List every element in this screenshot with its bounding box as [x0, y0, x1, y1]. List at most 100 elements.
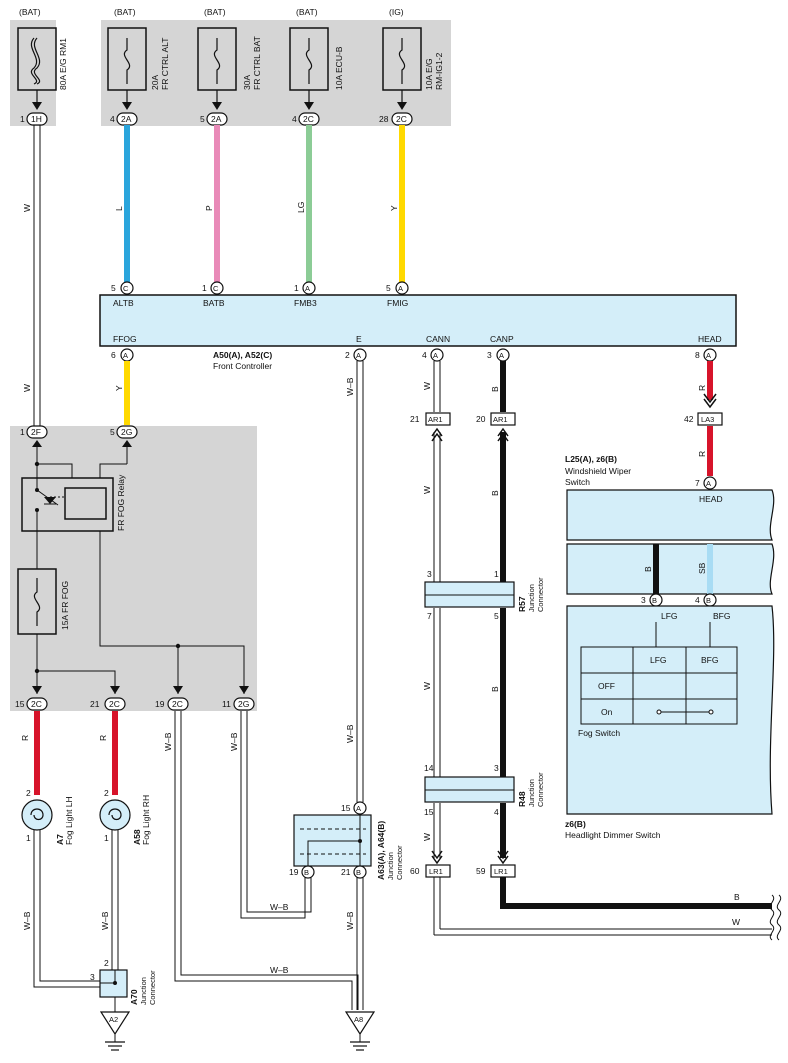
- wire-label-p: P: [204, 205, 214, 211]
- break-mark-2: [776, 894, 782, 941]
- wire-b-canp: [500, 361, 772, 909]
- fc-top-terminals: [120, 281, 409, 295]
- fc-bot-5-pin: 8: [695, 350, 700, 360]
- fc-title: A50(A), A52(C): [213, 350, 272, 360]
- a70-connector: [99, 969, 128, 1012]
- wire-label-w-mid: W: [22, 384, 32, 392]
- fc-bottom-terminals: [120, 348, 717, 362]
- out1-pin: 15: [15, 699, 25, 709]
- r48-pin-d: 4: [494, 807, 499, 817]
- fuse-supply-5: (IG): [389, 7, 404, 17]
- fuse-5-name-a: 10A E/G: [424, 58, 434, 90]
- r48-name: R48: [517, 791, 527, 807]
- fc-top-1-conn: C: [123, 284, 129, 293]
- fuse-1-conn: 1H: [31, 114, 42, 124]
- relay-in2-pin: 5: [110, 427, 115, 437]
- fc-bot-2-pin: 2: [345, 350, 350, 360]
- node-3: [175, 643, 181, 649]
- a63-desc-b: Connector: [395, 845, 404, 880]
- fuse-supply-2: (BAT): [114, 7, 136, 17]
- r48-pin-b: 3: [494, 763, 499, 773]
- bfg-terminal-pin: 4: [695, 595, 700, 605]
- fc-bot-4-conn: A: [499, 351, 504, 360]
- ar1-right-pin: 20: [476, 414, 486, 424]
- fog-light-rh: [99, 799, 131, 831]
- rh-name: A58: [132, 829, 142, 845]
- a70-desc-b: Connector: [148, 970, 157, 1005]
- r57-pin-c: 7: [427, 611, 432, 621]
- fog-switch-row1: OFF: [598, 681, 615, 691]
- head-terminal-pin: 7: [695, 478, 700, 488]
- wiper-switch-top: [566, 489, 775, 541]
- fog-switch-table: [580, 646, 738, 725]
- wire-label-canp-3: B: [490, 686, 500, 692]
- wiper-line1: Windshield Wiper: [565, 466, 631, 476]
- fc-top-4-conn: A: [398, 284, 403, 293]
- fuse-4-conn: 2C: [303, 114, 314, 124]
- lr1-left-pin: 60: [410, 866, 420, 876]
- wire-wb-e: [356, 361, 364, 802]
- fog-light-lh: [21, 799, 53, 831]
- out2-conn: 2C: [109, 699, 120, 709]
- fc-top-3-conn: A: [305, 284, 310, 293]
- rh-pin-top: 2: [104, 788, 109, 798]
- front-controller-box: [99, 294, 737, 347]
- wiper-switch-mid: [566, 543, 775, 595]
- wire-label-wb-3: W–B: [270, 965, 289, 975]
- fuse-5-conn: 2C: [396, 114, 407, 124]
- r48-pin-a: 14: [424, 763, 434, 773]
- wire-label-wb-4: W–B: [270, 902, 289, 912]
- fuse-2-conn: 2A: [121, 114, 132, 124]
- out1-conn: 2C: [31, 699, 42, 709]
- wire-wb-relay-ground: [174, 711, 364, 1010]
- a63-desc-a: Junction: [386, 852, 395, 880]
- fc-top-2-pin: 1: [202, 283, 207, 293]
- fc-subtitle: Front Controller: [213, 361, 272, 371]
- fc-label-e: E: [356, 334, 362, 344]
- lh-pin-top: 2: [26, 788, 31, 798]
- a64-pin21: 21: [341, 867, 351, 877]
- fuse-3-name-b: FR CTRL BAT: [252, 36, 262, 90]
- dimmer-title: z6(B): [565, 819, 586, 829]
- wire-label-cann-3: W: [422, 682, 432, 690]
- fuse-1-name: 80A E/G RM1: [58, 38, 68, 90]
- wire-label-wb-2: W–B: [229, 732, 239, 751]
- wire-label-w-top: W: [22, 204, 32, 212]
- relay-in1-pin: 1: [20, 427, 25, 437]
- fc-label-fmig: FMIG: [387, 298, 408, 308]
- ar1-left-pin: 21: [410, 414, 420, 424]
- fuse-arrows: [32, 102, 407, 110]
- fuse-3-conn: 2A: [211, 114, 222, 124]
- la3-conn: LA3: [701, 415, 714, 424]
- dimmer-subtitle: Headlight Dimmer Switch: [565, 830, 661, 840]
- fr-fog-relay: [21, 477, 114, 532]
- lfg-label: LFG: [661, 611, 678, 621]
- lfg-terminal-pin: 3: [641, 595, 646, 605]
- fc-label-batb: BATB: [203, 298, 225, 308]
- a64-pin19: 19: [289, 867, 299, 877]
- fuse-connectors: [26, 112, 413, 126]
- ar1-connectors: [425, 412, 516, 442]
- fuse-5-name-b: RM-IG1-2: [434, 52, 444, 90]
- wire-w-1h: [33, 125, 41, 428]
- wire-label-y: Y: [389, 205, 399, 211]
- fuse-2-pin: 4: [110, 114, 115, 124]
- relay-out-connectors: [26, 697, 255, 711]
- fc-bot-3-pin: 4: [422, 350, 427, 360]
- a2-label: A2: [109, 1015, 118, 1024]
- fc-bot-1-conn: A: [123, 351, 128, 360]
- fuse-2-name-b: FR CTRL ALT: [160, 38, 170, 90]
- fc-top-4-pin: 5: [386, 283, 391, 293]
- fc-top-3-pin: 1: [294, 283, 299, 293]
- fuse-3-pin: 5: [200, 114, 205, 124]
- fuse-4-name: 10A ECU-B: [334, 46, 344, 90]
- a70-desc-a: Junction: [139, 977, 148, 1005]
- r57-pin-b: 1: [494, 569, 499, 579]
- fc-top-1-pin: 5: [111, 283, 116, 293]
- r57-desc-a: Junction: [527, 584, 536, 612]
- fuse-supply-4: (BAT): [296, 7, 318, 17]
- fc-bot-2-conn: A: [356, 351, 361, 360]
- fog-switch-col2: BFG: [701, 655, 718, 665]
- wire-red-head: [697, 361, 723, 476]
